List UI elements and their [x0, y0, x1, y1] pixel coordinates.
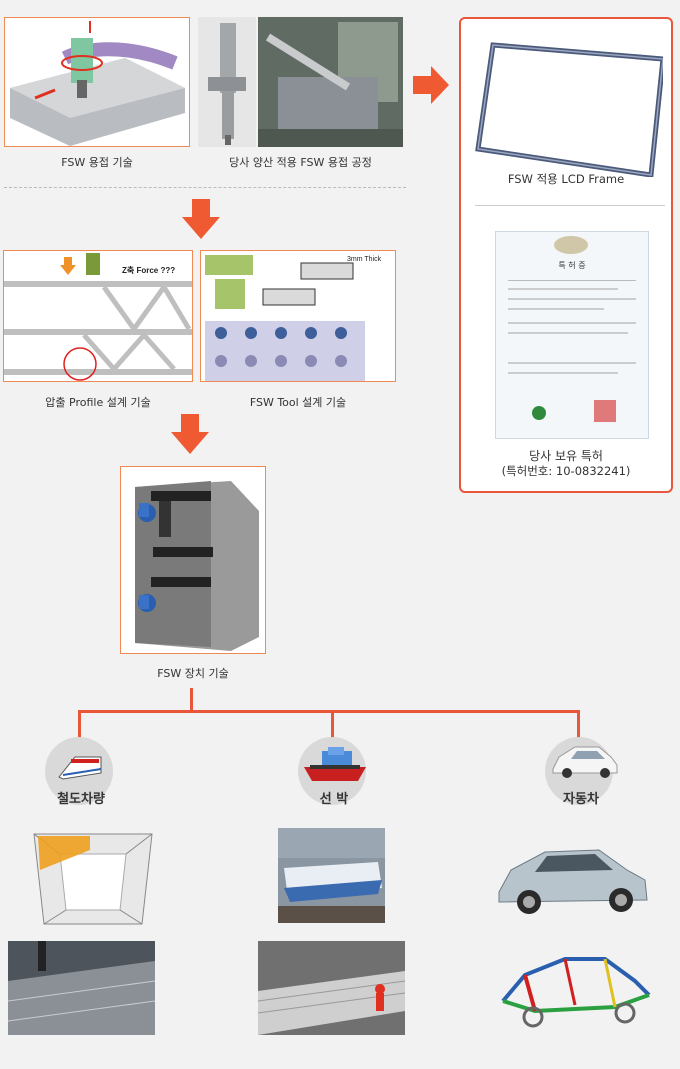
equipment-caption: FSW 장치 기술 — [157, 667, 229, 680]
divider — [475, 205, 665, 206]
category-label-ship: 선 박 — [319, 792, 349, 807]
tool-design-caption: FSW Tool 설계 기술 — [249, 396, 347, 409]
patent-caption-line1: 당사 보유 특허 — [529, 449, 603, 463]
category-label-rail: 철도차량 — [57, 792, 105, 807]
fsw-welding-diagram — [4, 17, 190, 147]
tool-design-diagram: 3mm Thick — [200, 250, 396, 382]
equipment-image — [120, 466, 266, 654]
connector-vertical — [190, 688, 193, 712]
category-circle-rail — [45, 737, 113, 805]
connector-branch-3 — [577, 710, 580, 738]
thick-label: 3mm Thick — [347, 256, 382, 263]
car-frame-image — [495, 945, 655, 1035]
seal-icon — [532, 406, 546, 420]
category-label-car: 자동차 — [563, 792, 599, 807]
ship-photo — [278, 828, 385, 923]
connector-branch-2 — [331, 710, 334, 738]
patent-title: 특 허 증 — [558, 261, 586, 270]
ship-icon — [304, 747, 366, 781]
arrow-right-icon — [413, 66, 449, 104]
category-circle-car — [545, 737, 618, 805]
car-icon — [552, 746, 618, 778]
lcd-frame-image — [475, 42, 663, 177]
connector-horizontal — [78, 710, 580, 713]
mass-production-photo — [258, 17, 403, 147]
arrow-down-icon — [171, 414, 209, 454]
car-photo — [495, 840, 651, 920]
connector-branch-1 — [78, 710, 81, 738]
fsw-tool-photo — [198, 17, 256, 147]
result-panel: FSW 적용 LCD Frame 특 허 증 당사 보유 특허 (특허번호: 1… — [459, 17, 673, 493]
lcd-frame-caption: FSW 적용 LCD Frame — [507, 172, 625, 186]
force-label: Z축 Force ??? — [122, 265, 175, 275]
arrow-down-icon — [182, 199, 220, 239]
train-icon — [58, 756, 102, 780]
fsw-welding-caption: FSW 용접 기술 — [61, 156, 133, 169]
patent-certificate: 특 허 증 — [495, 231, 649, 439]
profile-design-diagram: Z축 Force ??? — [3, 250, 193, 382]
rail-car-body-image — [30, 830, 156, 928]
stamp-icon — [594, 400, 616, 422]
mass-production-caption: 당사 양산 적용 FSW 용접 공정 — [229, 156, 372, 169]
ship-panel-photo — [258, 941, 405, 1035]
category-circle-ship — [298, 737, 366, 805]
dashed-separator — [4, 187, 406, 188]
profile-design-caption: 압출 Profile 설계 기술 — [45, 396, 151, 409]
rail-panel-welding-photo — [8, 941, 155, 1035]
patent-caption-line2: (특허번호: 10-0832241) — [501, 464, 631, 478]
